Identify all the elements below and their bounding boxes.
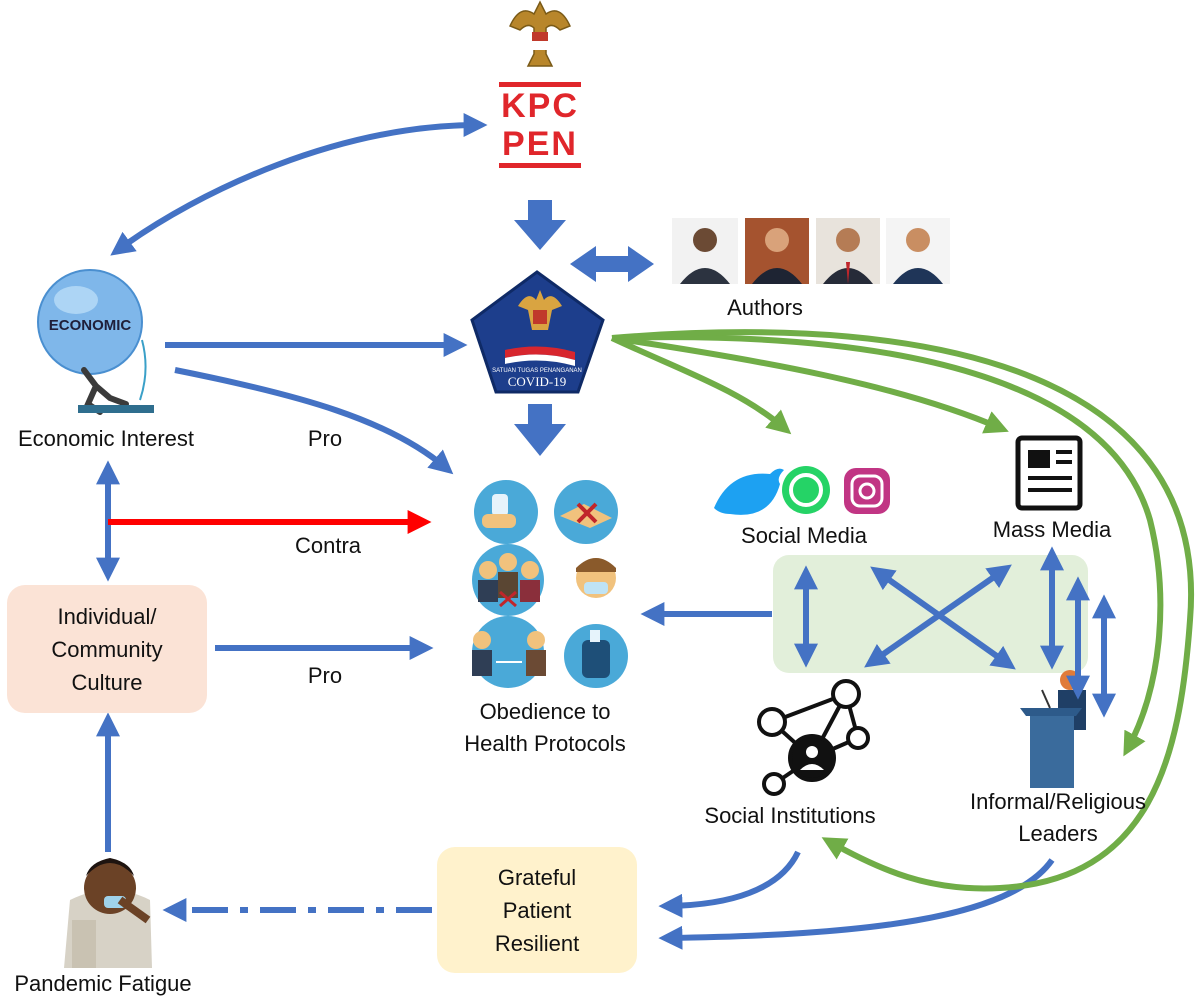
- kpcpen-line2: PEN: [502, 125, 578, 163]
- outcome-line3: Resilient: [494, 930, 580, 956]
- author-portrait-icon: [816, 218, 880, 284]
- arrow-cross-2: [864, 564, 1012, 668]
- outcome-line1: Grateful: [497, 864, 577, 890]
- arrow-taskforce-obedience: [514, 404, 566, 456]
- author-portrait-icon: [745, 218, 809, 284]
- obedience-line2: Health Protocols: [464, 730, 626, 756]
- kpcpen-line1: KPC: [501, 87, 579, 125]
- twitter-icon: [714, 468, 784, 515]
- arrow-economic-obedience: [174, 367, 454, 475]
- outcome-line2: Patient: [502, 897, 572, 923]
- culture-line1: Individual/: [57, 603, 157, 629]
- economic-sphere-label: ECONOMIC: [49, 317, 132, 334]
- instagram-icon: [844, 468, 890, 514]
- pandemic-fatigue-label: Pandemic Fatigue: [14, 971, 192, 996]
- arrow-taskforce-massmedia: [611, 335, 1009, 434]
- leaders-line2: Leaders: [1018, 820, 1098, 846]
- author-portrait-icon: [672, 218, 738, 284]
- social-media-label: Social Media: [741, 523, 867, 548]
- social-institutions-label: Social Institutions: [704, 803, 876, 828]
- arrow-taskforce-socialmedia: [610, 335, 792, 435]
- leaders-label: Informal/Religious Leaders: [940, 786, 1176, 850]
- whatsapp-icon: [782, 466, 830, 514]
- culture-line2: Community: [51, 636, 163, 662]
- culture-box: Individual/ Community Culture: [7, 585, 207, 713]
- podium-speaker-icon: [1020, 670, 1086, 788]
- arrow-taskforce-authors: [570, 246, 654, 282]
- atlas-economic-icon: [37, 269, 154, 415]
- author-portraits: [672, 218, 950, 284]
- newspaper-icon: [1015, 435, 1083, 511]
- garuda-emblem-icon: [508, 0, 572, 67]
- edge-label-contra: Contra: [294, 533, 362, 558]
- kpcpen-logo: KPC PEN: [497, 82, 583, 174]
- culture-line3: Culture: [71, 669, 143, 695]
- block-arrows: [514, 200, 654, 456]
- green-arrows: [610, 329, 1195, 892]
- health-protocol-icon: [472, 480, 628, 688]
- outcome-box: Grateful Patient Resilient: [437, 847, 637, 973]
- author-portrait-icon: [886, 218, 950, 284]
- leaders-line1: Informal/Religious: [969, 789, 1147, 814]
- badge-subtitle: SATUAN TUGAS PENANGANAN: [492, 368, 582, 374]
- arrow-taskforce-leaders: [611, 334, 1164, 757]
- edge-label-pro-economic: Pro: [307, 426, 343, 451]
- arrow-kpcpen-taskforce: [514, 200, 566, 250]
- arrow-kpcpen-economic: [110, 113, 488, 256]
- tired-person-icon: [64, 858, 152, 968]
- authors-label: Authors: [727, 295, 803, 320]
- obedience-line1: Obedience to: [479, 699, 611, 724]
- mass-media-label: Mass Media: [992, 517, 1112, 542]
- obedience-label: Obedience to Health Protocols: [420, 696, 670, 760]
- arrow-taskforce-institutions: [611, 329, 1195, 892]
- badge-title: COVID-19: [508, 374, 567, 389]
- economic-interest-label: Economic Interest: [17, 426, 195, 451]
- network-icon: [757, 679, 870, 796]
- media-interaction-box: [773, 555, 1088, 673]
- arrow-institutions-outcome: [658, 850, 801, 918]
- covid-task-force-badge-icon: [470, 270, 605, 394]
- edge-label-pro-culture: Pro: [307, 663, 343, 688]
